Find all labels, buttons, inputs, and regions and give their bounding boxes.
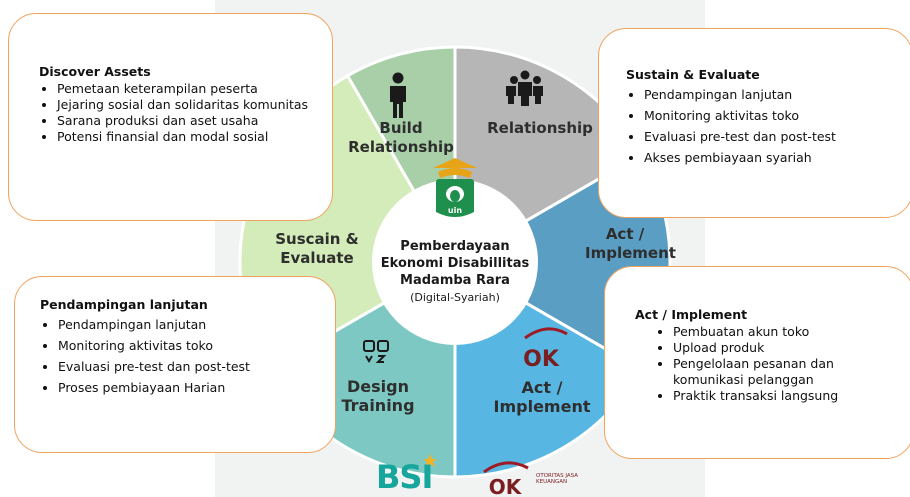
callout-list: Pembuatan akun toko Upload produk Pengel…	[635, 324, 903, 404]
center-subtitle: (Digital-Syariah)	[410, 291, 500, 304]
list-item: Pemetaan keterampilan peserta	[57, 81, 320, 97]
list-item: Pembuatan akun toko	[673, 324, 903, 340]
list-item: Proses pembiayaan Harian	[58, 377, 325, 398]
segment-label-build: Build Relationship	[348, 119, 454, 156]
list-item: Akses pembiayaan syariah	[644, 147, 902, 168]
list-item: Pengelolaan pesanan dan komunikasi pelan…	[673, 356, 903, 388]
group-icon	[506, 70, 543, 106]
callout-act-implement: Act / Implement Pembuatan akun toko Uplo…	[604, 266, 910, 459]
center-text: Pemberdayaan Ekonomi Disabillitas Madamb…	[375, 238, 535, 304]
svg-text:OK: OK	[489, 475, 523, 497]
person-icon	[390, 72, 406, 118]
list-item: Jejaring sosial dan solidaritas komunita…	[57, 97, 320, 113]
ojk-logo-icon: OK	[523, 327, 568, 372]
ojk-logo-text: OTORITAS JASA KEUANGAN	[536, 473, 579, 485]
callout-list: Pemetaan keterampilan peserta Jejaring s…	[39, 81, 320, 145]
segment-label-relationship: Relationship	[487, 119, 593, 137]
segment-label-act-upper: Act / Implement	[585, 225, 676, 262]
callout-sustain-evaluate: Sustain & Evaluate Pendampingan lanjutan…	[598, 28, 910, 218]
list-item: Pendampingan lanjutan	[644, 84, 902, 105]
design-training-icon	[363, 340, 389, 363]
callout-list: Pendampingan lanjutan Monitoring aktivit…	[626, 84, 902, 168]
list-item: Evaluasi pre-test dan post-test	[58, 356, 325, 377]
callout-title: Sustain & Evaluate	[626, 67, 760, 82]
bsi-logo: BSI	[376, 458, 433, 496]
callout-title: Discover Assets	[39, 64, 151, 79]
ojk-footer-logo: OK	[483, 461, 529, 497]
center-circle	[372, 179, 538, 345]
callout-title: Pendampingan lanjutan	[40, 297, 208, 312]
uin-logo: uin	[433, 158, 477, 217]
center-title: Pemberdayaan Ekonomi Disabillitas Madamb…	[380, 239, 530, 288]
list-item: Pendampingan lanjutan	[58, 314, 325, 335]
segment-label-act-lower: Act / Implement	[493, 378, 591, 416]
callout-title: Act / Implement	[635, 307, 748, 322]
list-item: Monitoring aktivitas toko	[58, 335, 325, 356]
list-item: Praktik transaksi langsung	[673, 388, 903, 404]
segment-label-suscain: Suscain & Evaluate	[275, 230, 359, 267]
list-item: Potensi finansial dan modal sosial	[57, 129, 320, 145]
svg-text:OK: OK	[523, 347, 560, 372]
callout-discover-assets: Discover Assets Pemetaan keterampilan pe…	[8, 13, 333, 221]
list-item: Upload produk	[673, 340, 903, 356]
bsi-star-icon	[423, 454, 437, 467]
list-item: Monitoring aktivitas toko	[644, 105, 902, 126]
svg-text:uin: uin	[448, 206, 462, 215]
list-item: Sarana produksi dan aset usaha	[57, 113, 320, 129]
segment-label-design: Design Training	[341, 377, 415, 415]
list-item: Evaluasi pre-test dan post-test	[644, 126, 902, 147]
callout-pendampingan-lanjutan: Pendampingan lanjutan Pendampingan lanju…	[14, 276, 336, 453]
callout-list: Pendampingan lanjutan Monitoring aktivit…	[40, 314, 325, 398]
